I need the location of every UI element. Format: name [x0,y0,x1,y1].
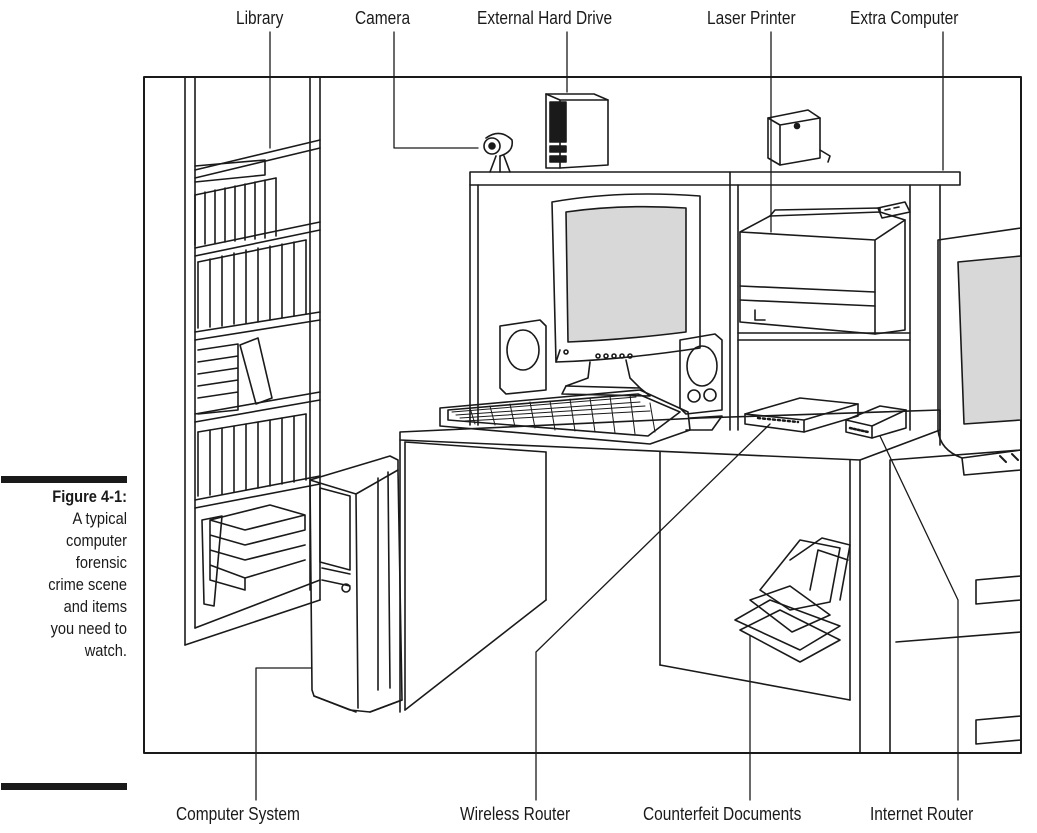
camera-device [484,133,512,172]
leader-camera [394,32,478,148]
external-hard-drive-device [546,94,608,168]
desk-accessory [768,110,830,165]
leader-computer-system [256,668,312,800]
desk [400,410,940,752]
counterfeit-documents-stack [735,538,850,662]
leader-internet-router [880,436,958,800]
laser-printer [740,202,910,334]
leader-wireless-router [536,424,770,800]
computer-tower [310,456,402,712]
bookshelf [185,77,320,645]
leader-lines [256,32,958,800]
monitor [552,194,700,396]
